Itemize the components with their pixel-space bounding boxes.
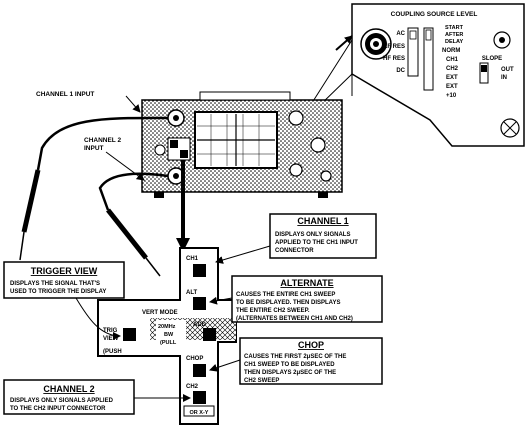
panel-title: COUPLING SOURCE LEVEL [391, 11, 478, 18]
callout-chop-line3: THEN DISPLAYS 2μSEC OF THE [244, 370, 336, 376]
channel1-input-label: CHANNEL 1 INPUT [36, 91, 94, 98]
callout-chop-title: CHOP [298, 340, 324, 350]
slope-option-in: IN [501, 75, 507, 81]
trigger-panel-inset: COUPLING SOURCE LEVEL AC LF RES HF RES D… [351, 3, 525, 147]
chop-switch-label: CHOP [186, 356, 203, 362]
coupling-option-ac: AC [396, 31, 405, 37]
slope-option-out: OUT [501, 67, 514, 73]
add-switch-label: ADD [193, 322, 207, 328]
callout-trigger-view: TRIGGER VIEW DISPLAYS THE SIGNAL THAT'S … [3, 261, 125, 299]
coupling-option-lf-res: LF RES [384, 44, 405, 50]
after-label: AFTER [445, 32, 463, 38]
vert-mode-label: VERT MODE [142, 310, 178, 316]
coupling-switch[interactable] [407, 27, 419, 77]
chop-switch[interactable] [193, 364, 206, 377]
callout-channel1-line1: DISPLAYS ONLY SIGNALS [275, 232, 350, 238]
callout-chop-line1: CAUSES THE FIRST 2μSEC OF THE [244, 354, 346, 360]
source-option-ch1: CH1 [446, 57, 459, 63]
ch1-switch[interactable] [193, 264, 206, 277]
alt-switch-label: ALT [186, 290, 198, 296]
source-option-ch2: CH2 [446, 66, 459, 72]
channel2-input-label-line2: INPUT [84, 145, 104, 152]
panel-knob-bottom[interactable] [500, 118, 520, 138]
callout-channel1-line3: CONNECTOR [275, 248, 314, 254]
callout-channel1: CHANNEL 1 DISPLAYS ONLY SIGNALS APPLIED … [269, 213, 377, 259]
alt-switch[interactable] [193, 297, 206, 310]
callout-channel1-title: CHANNEL 1 [297, 216, 348, 226]
source-option-ext: EXT [446, 75, 458, 81]
level-knob[interactable] [493, 31, 511, 49]
ch1-probe-cable [19, 116, 169, 261]
callout-channel2: CHANNEL 2 DISPLAYS ONLY SIGNALS APPLIED … [3, 379, 135, 415]
callout-channel1-line2: APPLIED TO THE CH1 INPUT [275, 240, 358, 246]
trig-view-label-line2: VIEW [103, 336, 119, 342]
start-label: START [445, 25, 464, 31]
channel2-input-label-line1: CHANNEL 2 [84, 137, 121, 144]
ch1-switch-label: CH1 [186, 256, 199, 262]
callout-trigger-view-title: TRIGGER VIEW [31, 266, 98, 276]
source-option-div10: +10 [446, 93, 457, 99]
bw-label: BW [164, 332, 174, 338]
callout-channel2-line1: DISPLAYS ONLY SIGNALS APPLIED [10, 398, 114, 404]
callout-channel2-line2: TO THE CH2 INPUT CONNECTOR [10, 406, 106, 412]
bw-label-20mhz: 20MHz [158, 324, 176, 330]
push-label: (PUSH [103, 349, 122, 355]
callout-chop: CHOP CAUSES THE FIRST 2μSEC OF THE CH1 S… [239, 337, 383, 385]
callout-chop-line2: CH1 SWEEP TO BE DISPLAYED [244, 362, 335, 368]
trig-view-button[interactable] [123, 328, 136, 341]
add-switch[interactable] [203, 328, 216, 341]
source-switch[interactable] [423, 27, 434, 91]
coupling-option-dc: DC [396, 68, 405, 74]
coupling-knob[interactable] [360, 28, 392, 60]
slope-switch[interactable] [479, 62, 489, 84]
coupling-option-hf-res: HF RES [383, 56, 405, 62]
ch2-switch-label: CH2 [186, 384, 199, 390]
callout-chop-line4: CH2 SWEEP [244, 378, 279, 384]
callout-alternate-line3: THE ENTIRE CH2 SWEEP. [236, 308, 310, 314]
callout-alternate-line2: TO BE DISPLAYED. THEN DISPLAYS [236, 300, 340, 306]
callout-alternate-line1: CAUSES THE ENTIRE CH1 SWEEP [236, 292, 335, 298]
slope-label: SLOPE [482, 56, 502, 62]
callout-alternate-title: ALTERNATE [280, 278, 333, 288]
pull-label: (PULL [160, 340, 177, 346]
or-xy-label: OR X-Y [190, 410, 209, 416]
ch2-switch[interactable] [193, 391, 206, 404]
source-option-ext-2: EXT [446, 84, 458, 90]
vert-mode-switch-panel: CH1 ALT VERT MODE TRIG VIEW (PUSH 20MHz … [97, 247, 237, 425]
ch2-probe-cable [98, 172, 169, 277]
callout-trigger-view-line1: DISPLAYS THE SIGNAL THAT'S [10, 281, 100, 287]
delay-label: DELAY [445, 39, 463, 45]
oscilloscope [141, 91, 343, 198]
callout-alternate-line4: (ALTERNATES BETWEEN CH1 AND CH2) [236, 316, 353, 322]
callout-alternate: ALTERNATE CAUSES THE ENTIRE CH1 SWEEP TO… [231, 275, 383, 323]
trig-view-label-line1: TRIG [103, 328, 118, 334]
callout-channel2-title: CHANNEL 2 [43, 384, 94, 394]
inset-arrow [335, 35, 353, 51]
callout-trigger-view-line2: USED TO TRIGGER THE DISPLAY [10, 289, 106, 295]
source-option-norm: NORM [442, 48, 460, 54]
